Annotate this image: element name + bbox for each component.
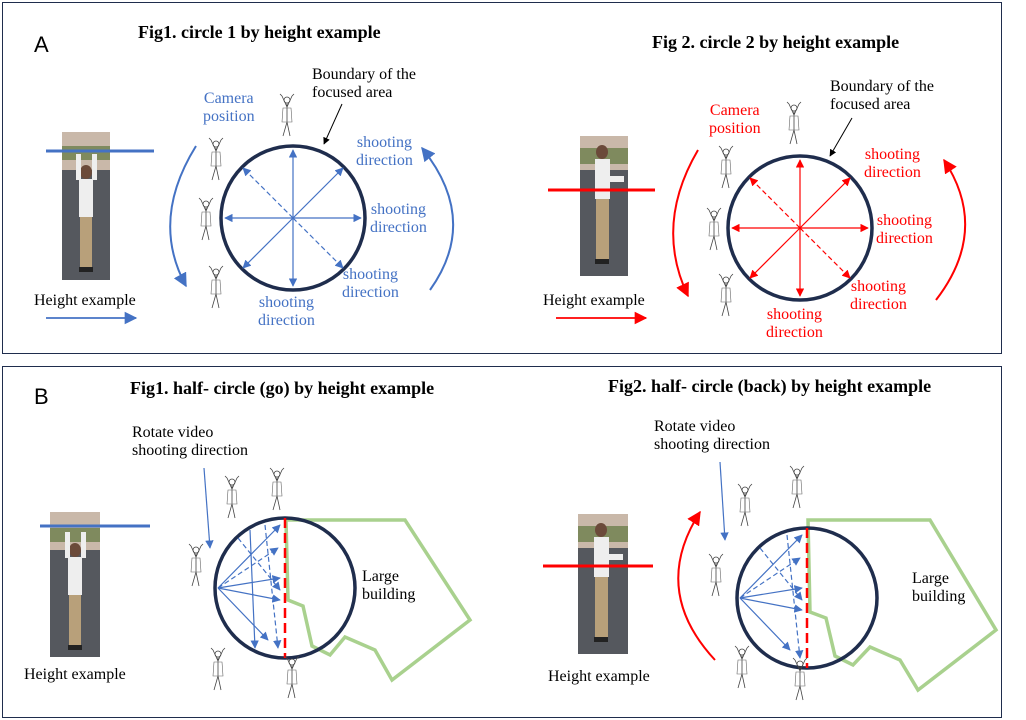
person-photo-a2: [580, 136, 628, 276]
panel-a-letter: A: [34, 32, 49, 57]
building-label-b1: Large building: [362, 568, 416, 604]
rotate-label-b1: Rotate video shooting direction: [132, 424, 248, 460]
shooting-direction-label-a1-2: shooting direction: [370, 201, 427, 237]
height-example-label-b2: Height example: [548, 668, 650, 685]
height-example-label-b1: Height example: [24, 666, 126, 683]
shooting-arrows-b1: [217, 524, 282, 649]
shooting-direction-label-a2-4: shooting direction: [766, 306, 823, 342]
panel-b-letter: B: [34, 384, 49, 409]
fig2-title-b: Fig2. half- circle (back) by height exam…: [608, 376, 932, 396]
shooting-direction-label-a2-3: shooting direction: [850, 278, 907, 314]
boundary-label-a1: Boundary of the focused area: [312, 66, 416, 102]
rotate-pointer-b2: [719, 461, 729, 541]
shooting-direction-label-a1-3: shooting direction: [342, 266, 399, 302]
boundary-pointer-a1: [323, 103, 343, 145]
person-photo-a1: [62, 132, 110, 280]
shooting-arrows-b2: [739, 534, 804, 659]
rotation-arc-right-a2: [935, 158, 967, 301]
camera-position-label-a1: Camera position: [203, 90, 255, 126]
boundary-label-a2: Boundary of the focused area: [830, 78, 934, 114]
building-outline-b2: [806, 518, 999, 693]
rotation-arc-right-a1: [421, 146, 455, 291]
shooting-direction-label-a2-1: shooting direction: [864, 146, 921, 182]
shooting-direction-label-a1-4: shooting direction: [258, 294, 315, 330]
fig1-title-a: Fig1. circle 1 by height example: [138, 22, 381, 42]
panel-a: [2, 2, 1002, 354]
shooting-arrows-a1: [224, 149, 362, 287]
fig1-title-b: Fig1. half- circle (go) by height exampl…: [130, 378, 435, 398]
building-outline-b1: [284, 518, 473, 683]
rotate-pointer-b1: [203, 467, 214, 549]
height-example-label-a1: Height example: [34, 292, 136, 309]
shooting-direction-label-a2-2: shooting direction: [876, 212, 933, 248]
rotation-arc-b2: [677, 510, 716, 661]
height-example-label-a2: Height example: [543, 292, 645, 309]
rotation-arc-left-a2: [672, 149, 699, 298]
shooting-arrows-a2: [731, 159, 869, 297]
person-photo-b2: [578, 514, 628, 654]
building-label-b2: Large building: [912, 570, 966, 606]
camera-position-label-a2: Camera position: [709, 102, 761, 138]
fig2-title-a: Fig 2. circle 2 by height example: [652, 32, 900, 52]
rotation-arc-left-a1: [169, 145, 197, 288]
panel-b: [2, 366, 1002, 718]
focus-circle-a2: [726, 154, 874, 302]
focus-circle-a1: [219, 144, 367, 292]
boundary-pointer-a2: [829, 117, 853, 157]
shooting-direction-label-a1-1: shooting direction: [356, 134, 413, 170]
person-photo-b1: [50, 512, 100, 657]
rotate-label-b2: Rotate video shooting direction: [654, 418, 770, 454]
camera-sketches-b1: [188, 467, 300, 699]
